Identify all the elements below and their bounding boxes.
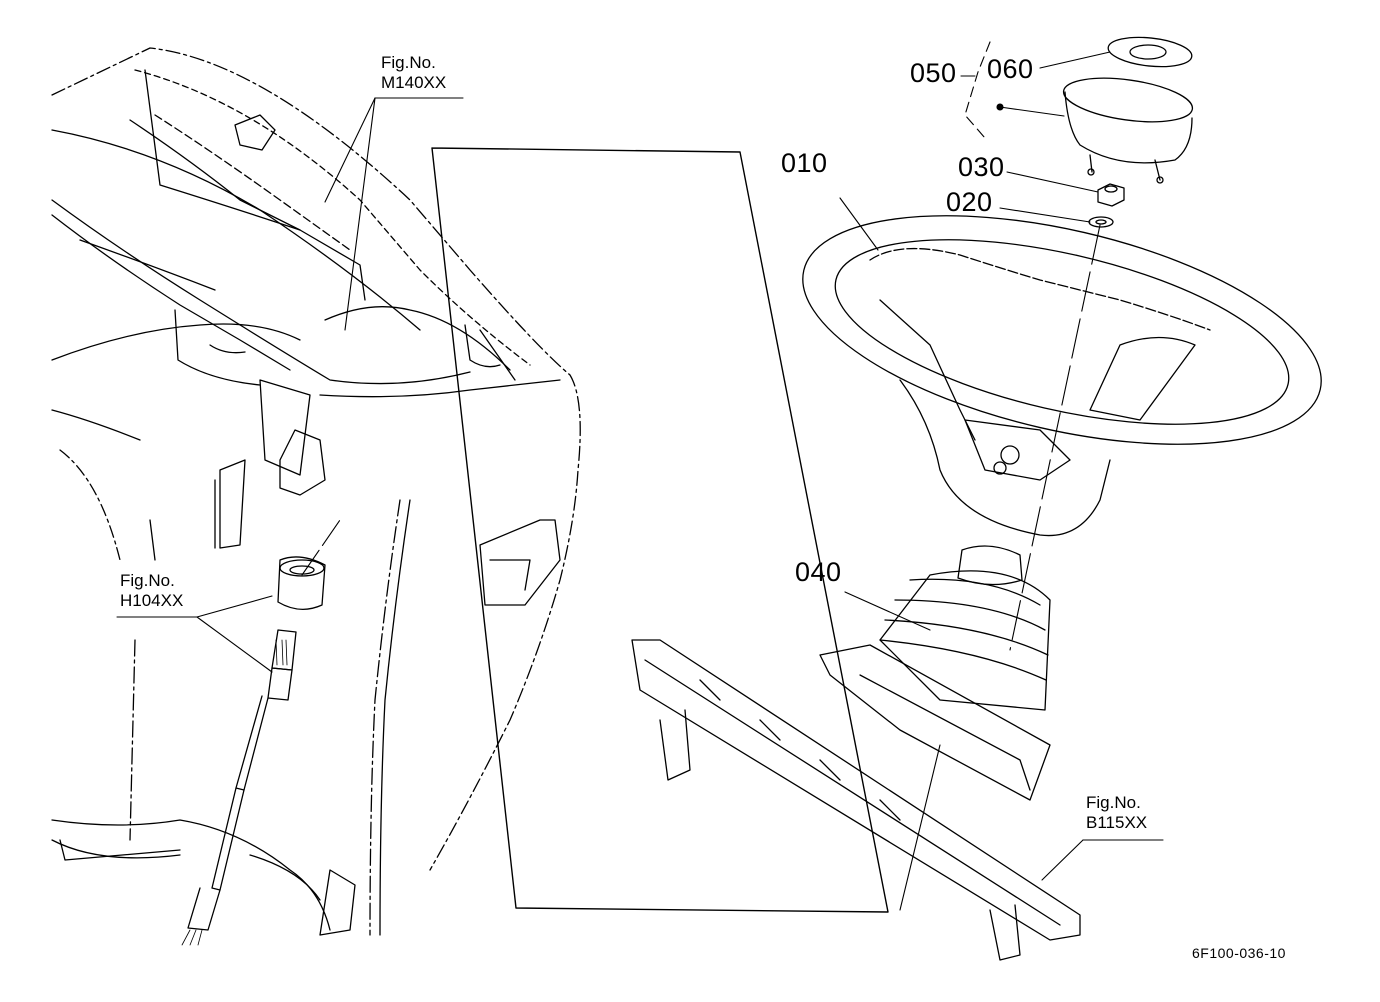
figure-ref-m140-line1: Fig.No. bbox=[381, 53, 436, 72]
leader-lines bbox=[117, 42, 1163, 910]
figure-ref-h104-line2: H104XX bbox=[120, 591, 184, 611]
drawing-code: 6F100-036-10 bbox=[1192, 945, 1286, 961]
figure-ref-m140: Fig.No. M140XX bbox=[381, 53, 446, 94]
figure-ref-b115-line2: B115XX bbox=[1086, 813, 1148, 833]
figure-ref-m140-line2: M140XX bbox=[381, 73, 447, 93]
callout-040: 040 bbox=[795, 557, 842, 587]
callout-030: 030 bbox=[958, 152, 1005, 182]
boot-and-panel bbox=[632, 546, 1080, 960]
callout-060: 060 bbox=[987, 54, 1034, 84]
figure-ref-b115: Fig.No. B115XX bbox=[1086, 793, 1147, 834]
hood-dash-outline bbox=[52, 48, 580, 935]
callout-020: 020 bbox=[946, 187, 993, 217]
figure-ref-b115-line1: Fig.No. bbox=[1086, 793, 1141, 812]
steering-wheel bbox=[781, 173, 1342, 536]
callout-050: 050 bbox=[910, 58, 957, 88]
nut-and-washer bbox=[1089, 184, 1124, 227]
horn-cap bbox=[1061, 34, 1195, 183]
callout-010: 010 bbox=[781, 148, 828, 178]
steering-column bbox=[182, 557, 325, 945]
assembly-frame bbox=[432, 148, 888, 912]
figure-ref-h104: Fig.No. H104XX bbox=[120, 571, 183, 612]
figure-ref-h104-line1: Fig.No. bbox=[120, 571, 175, 590]
